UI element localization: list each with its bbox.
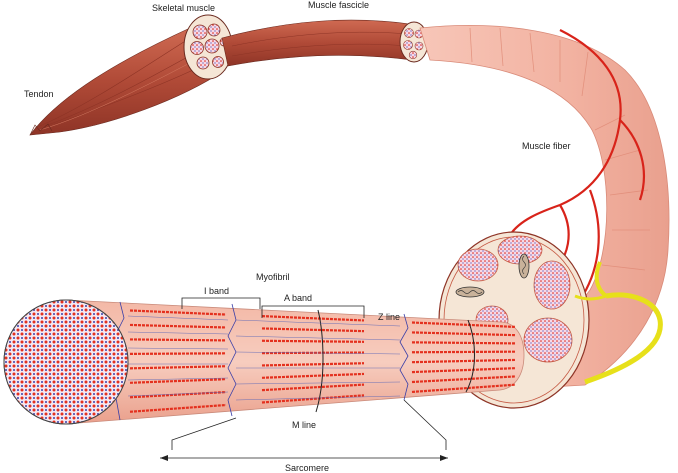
- thick-filament: [411, 331, 516, 337]
- label-myofibril: Myofibril: [256, 272, 290, 282]
- thick-filament: [129, 309, 227, 316]
- band-brackets: [171, 297, 447, 450]
- thick-filament: [129, 323, 227, 329]
- thick-filament: [261, 394, 365, 404]
- mitochondrion: [518, 253, 530, 279]
- sarcomere-right-lead: [403, 399, 447, 450]
- thick-filament: [411, 358, 516, 364]
- i-band-bracket: [181, 297, 261, 309]
- sarcomere-left-lead: [171, 417, 237, 450]
- label-z-line: Z line: [378, 312, 400, 322]
- label-tendon: Tendon: [24, 89, 54, 99]
- thick-filament: [261, 351, 365, 355]
- label-sarcomere: Sarcomere: [285, 463, 329, 473]
- label-a-band: A band: [284, 293, 312, 303]
- thick-filament: [261, 327, 365, 333]
- thick-filament: [129, 378, 227, 384]
- sarcomere-arrow: [160, 455, 448, 461]
- thick-filament: [129, 403, 227, 413]
- thick-filament: [411, 321, 516, 328]
- label-i-band: I band: [204, 286, 229, 296]
- label-m-line: M line: [292, 420, 316, 430]
- thick-filament: [411, 350, 516, 354]
- nerve: [574, 261, 663, 385]
- skeletal-muscle: [29, 14, 233, 136]
- myofilaments: [129, 309, 516, 413]
- thick-filament: [411, 341, 516, 345]
- thick-filament: [261, 315, 365, 322]
- thick-filament: [261, 372, 365, 379]
- label-muscle-fiber: Muscle fiber: [522, 141, 571, 151]
- label-muscle-fascicle: Muscle fascicle: [308, 0, 369, 10]
- label-skeletal-muscle: Skeletal muscle: [152, 3, 215, 13]
- thick-filament: [129, 352, 227, 355]
- muscle-fascicle: [221, 19, 429, 67]
- thick-filament: [411, 367, 516, 374]
- a-band-bracket: [261, 305, 365, 318]
- thick-filament: [261, 339, 365, 343]
- thick-filament: [129, 338, 227, 342]
- thick-filament: [411, 375, 516, 384]
- thick-filament: [129, 365, 227, 370]
- myofibril: [3, 299, 525, 425]
- thick-filament: [261, 362, 365, 367]
- thick-filament: [261, 383, 365, 392]
- m-line: [315, 309, 324, 413]
- thick-filament: [411, 383, 516, 394]
